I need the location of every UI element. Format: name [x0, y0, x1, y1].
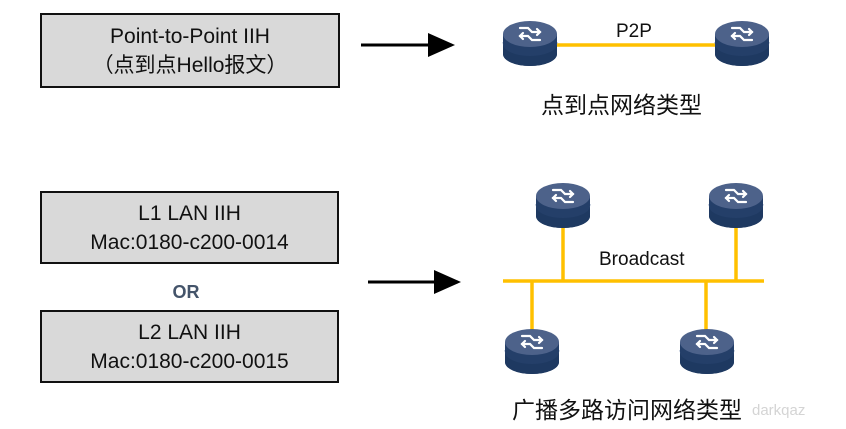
l2-lan-iih-title: L2 LAN IIH — [138, 320, 241, 344]
p2p-iih-title: Point-to-Point IIH — [110, 24, 270, 48]
l1-lan-iih-mac: Mac:0180-c200-0014 — [90, 230, 289, 254]
l2-lan-iih-mac: Mac:0180-c200-0015 — [90, 349, 289, 373]
p2p-link-label: P2P — [616, 21, 652, 42]
router-icon — [713, 19, 771, 68]
or-label: OR — [172, 282, 200, 302]
l2-lan-iih-box: L2 LAN IIH Mac:0180-c200-0015 — [40, 310, 339, 383]
router-icon — [707, 181, 765, 230]
router-icon — [678, 327, 736, 376]
p2p-iih-box: Point-to-Point IIH （点到点Hello报文） — [40, 13, 340, 88]
router-icon — [534, 181, 592, 230]
p2p-network-caption: 点到点网络类型 — [541, 93, 702, 119]
broadcast-link-label: Broadcast — [599, 249, 685, 270]
watermark: darkqaz — [752, 402, 806, 419]
l1-lan-iih-title: L1 LAN IIH — [138, 201, 241, 225]
p2p-iih-subtitle: （点到点Hello报文） — [92, 53, 288, 77]
router-icon — [503, 327, 561, 376]
l1-lan-iih-box: L1 LAN IIH Mac:0180-c200-0014 — [40, 191, 339, 264]
router-icon — [501, 19, 559, 68]
broadcast-network-caption: 广播多路访问网络类型 — [512, 398, 742, 424]
